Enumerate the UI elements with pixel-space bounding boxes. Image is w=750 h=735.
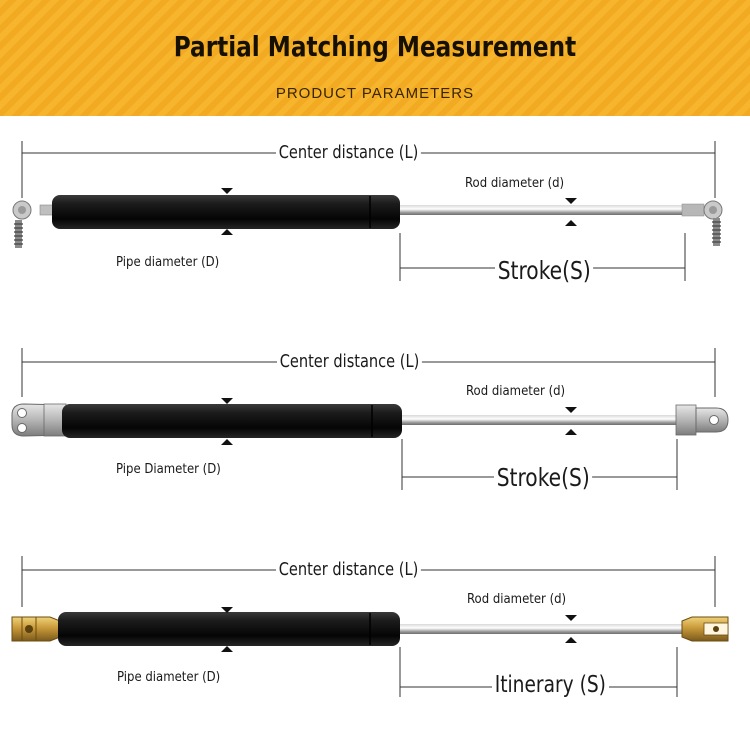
gas-spring-diagram-2: Center distance (L) Rod diameter (d) Pip… [0, 347, 750, 527]
brass-clevis-fitting-left [11, 616, 61, 642]
rod-diameter-arrow-top [565, 407, 577, 413]
gas-spring-diagram-1: Center distance (L) Rod diameter (d) Pip… [0, 138, 750, 318]
gas-spring-diagram-3: Center distance (L) Rod diameter (d) Pip… [0, 555, 750, 735]
pipe-diameter-arrow-top [221, 398, 233, 404]
ball-stud-fitting-right [703, 200, 723, 246]
page-title: Partial Matching Measurement [173, 30, 577, 63]
metal-eyelet-fitting-right [675, 404, 729, 436]
pipe-diameter-arrow-bottom [221, 229, 233, 235]
pipe-diameter-arrow-bottom [221, 646, 233, 652]
rod-diameter-arrow-bottom [565, 429, 577, 435]
pipe-body [58, 612, 400, 646]
rod-diameter-arrow-bottom [565, 220, 577, 226]
rod-diameter-label: Rod diameter (d) [466, 384, 566, 399]
piston-rod [402, 415, 678, 425]
metal-eyelet-fitting-left [11, 403, 67, 437]
gas-spring-drawing-2 [11, 348, 729, 490]
piston-rod [400, 205, 688, 215]
pipe-diameter-label: Pipe diameter (D) [117, 670, 221, 685]
stroke-label: Stroke(S) [495, 256, 594, 285]
pipe-body [62, 404, 402, 438]
rod-diameter-arrow-top [565, 198, 577, 204]
header-banner: Partial Matching Measurement PRODUCT PAR… [0, 0, 750, 116]
rod-diameter-label: Rod diameter (d) [467, 592, 567, 607]
ball-stud-fitting-left [12, 200, 57, 248]
brass-clevis-fitting-right [681, 616, 729, 642]
piston-rod [400, 624, 684, 634]
pipe-body [52, 195, 400, 229]
page-subtitle: PRODUCT PARAMETERS [0, 85, 750, 102]
itinerary-label: Itinerary (S) [492, 672, 609, 698]
pipe-diameter-arrow-top [221, 607, 233, 613]
gas-spring-drawing-3 [11, 556, 729, 697]
pipe-diameter-arrow-top [221, 188, 233, 194]
gas-spring-drawing-1 [12, 141, 723, 281]
rod-diameter-label: Rod diameter (d) [465, 176, 565, 191]
pipe-diameter-arrow-bottom [221, 439, 233, 445]
pipe-diameter-label: Pipe diameter (D) [116, 255, 220, 270]
center-distance-label: Center distance (L) [276, 559, 421, 580]
center-distance-label: Center distance (L) [276, 142, 421, 163]
rod-diameter-arrow-top [565, 615, 577, 621]
pipe-diameter-label: Pipe Diameter (D) [116, 462, 221, 477]
center-distance-label: Center distance (L) [277, 351, 422, 372]
stroke-label: Stroke(S) [494, 463, 593, 492]
rod-diameter-arrow-bottom [565, 637, 577, 643]
page-subtitle-text: PRODUCT PARAMETERS [275, 85, 475, 102]
